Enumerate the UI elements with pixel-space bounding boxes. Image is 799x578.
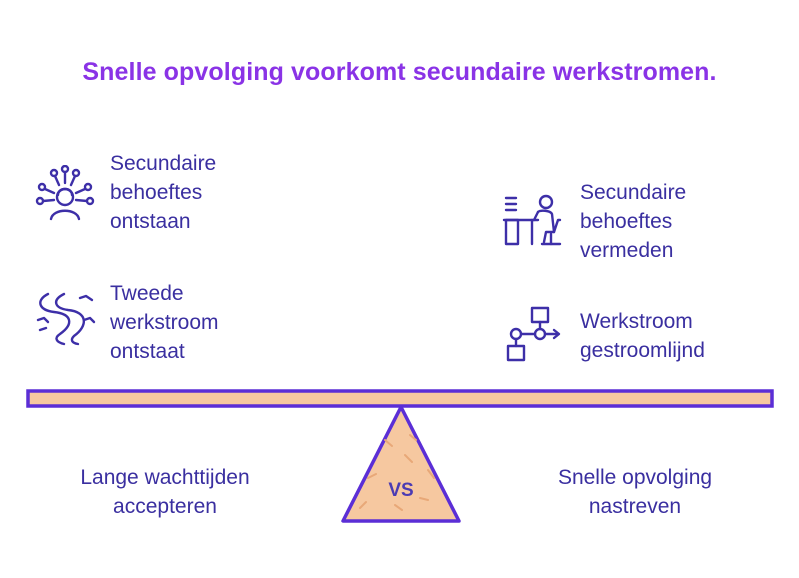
seesaw-fulcrum [341, 405, 461, 523]
radiating-person-icon [34, 165, 96, 223]
diagram-title: Snelle opvolging voorkomt secundaire wer… [82, 58, 717, 86]
left-item-label: Secundaire behoeftes ontstaan [110, 152, 217, 233]
left-item-secondary-needs-arise: Secundaire behoeftes ontstaan [110, 149, 216, 236]
winding-river-icon [34, 290, 98, 346]
fulcrum-label: VS [388, 480, 414, 501]
left-side-caption: Lange wachttijden accepteren [80, 466, 250, 518]
left-item-label: Tweede werkstroom ontstaat [110, 282, 219, 363]
right-item-label: Secundaire behoeftes vermeden [580, 181, 687, 262]
left-item-second-workflow-arises: Tweede werkstroom ontstaat [110, 279, 219, 366]
right-item-label: Werkstroom gestroomlijnd [580, 310, 705, 362]
right-item-workflow-streamlined: Werkstroom gestroomlijnd [580, 307, 705, 365]
right-side-caption: Snelle opvolging nastreven [557, 466, 713, 518]
right-item-secondary-needs-avoided: Secundaire behoeftes vermeden [580, 178, 686, 265]
person-at-desk-icon [502, 192, 564, 250]
seesaw-plank [26, 389, 774, 408]
flowchart-icon [502, 306, 564, 364]
